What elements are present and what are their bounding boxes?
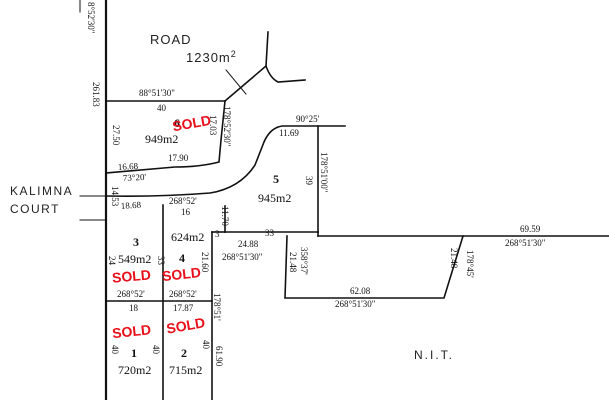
dim-lot2-right-len: 61.90	[214, 346, 224, 367]
street-name-line1: KALIMNA	[10, 184, 73, 198]
dimension-labels: 8°52'30" 261.83 88°51'30" 40 27.50 178°5…	[86, 2, 546, 367]
dim-bend-bearing: 358°37'	[299, 247, 309, 275]
lot2-area: 715m2	[169, 363, 202, 377]
lot5-area: 945m2	[258, 191, 291, 205]
dim-right-side-len: 21.48	[449, 248, 459, 269]
lot4-area: 624m2	[171, 230, 204, 244]
dim-right-top-bearing: 268°51'30"	[505, 238, 546, 248]
lot3-area: 549m2	[118, 252, 151, 266]
dim-lot5-bottom-bearing: 268°51'30"	[222, 252, 263, 262]
lot1-sold-stamp: SOLD	[111, 321, 151, 341]
dim-lot4-right-len: 11.70	[220, 206, 230, 226]
lot6-sold-stamp: SOLD	[171, 112, 212, 135]
dim-mid-bottom-bearing: 268°51'30"	[335, 299, 376, 309]
lot1-number: 1	[131, 346, 137, 360]
dim-lot2-right-bearing: 178°51'	[212, 293, 222, 321]
dim-lot3-inner-len: 24	[107, 256, 117, 266]
dim-lot1-side-a: 40	[110, 345, 120, 355]
dim-bend-len: 21.48	[288, 252, 298, 273]
lot4-number: 4	[179, 251, 185, 265]
dim-lot6-right-bearing: 178°52'30"	[222, 106, 232, 147]
road-curve-top	[264, 64, 306, 83]
dim-lot2-side-len: 40	[201, 340, 211, 350]
lot6-area: 949m2	[145, 132, 178, 146]
dim-lot5-right-bearing: 178°51'00"	[319, 152, 329, 193]
dim-lot6-top-bearing: 88°51'30"	[139, 88, 175, 98]
dim-lot4-bottom-bearing: 268°52'	[169, 289, 197, 299]
lot6-number: 6	[174, 116, 180, 130]
road-leader-line	[225, 69, 247, 95]
dim-lot3-left-len: 14.53	[110, 186, 120, 207]
dim-lot34-bearing: 268°52'	[169, 196, 197, 206]
dim-lot5-bottom-a: 24.88	[238, 239, 259, 249]
dim-lot6-left: 27.50	[111, 125, 121, 146]
dim-lot6-front-a: 16.68	[118, 161, 139, 172]
road-south-edge	[105, 125, 346, 197]
dim-lot4-top-len: 16	[181, 207, 191, 217]
dim-right-side-bearing: 178°45'	[465, 250, 475, 278]
dim-lot2-top-len: 17.87	[173, 303, 194, 313]
dim-top-bearing: 8°52'30"	[86, 2, 96, 34]
dim-lot5-top-bearing: 90°25'	[296, 114, 320, 124]
dim-lot5-right-len: 39	[304, 176, 314, 186]
dim-lot5-bottom-len: 33	[265, 228, 275, 238]
nit-label: N.I.T.	[414, 348, 454, 362]
dim-lot6-front-bearing: 73°20'	[123, 172, 147, 183]
lot5-number: 5	[273, 172, 279, 186]
dim-lot1-side-b: 40	[151, 345, 161, 355]
dim-lot3-top-len: 18.68	[120, 200, 141, 211]
boundary-lines	[79, 0, 609, 400]
dim-lot6-bottom-len: 17.90	[168, 153, 189, 163]
road-north-edge	[223, 31, 269, 103]
lot2-sold-stamp: SOLD	[165, 314, 206, 337]
dim-lot4-side-len: 21.60	[200, 252, 210, 273]
lot6-south-boundary	[105, 100, 226, 174]
lot4-sold-stamp: SOLD	[161, 264, 201, 284]
dim-lot1-top-len: 18	[129, 303, 139, 313]
lot3-sold-stamp: SOLD	[111, 266, 151, 285]
lot1-area: 720m2	[118, 363, 151, 377]
dim-lot3-inner-b: 33	[156, 256, 166, 266]
lot2-number: 2	[181, 346, 187, 360]
dim-lot6-top-len: 40	[157, 103, 167, 113]
dim-left-length: 261.83	[91, 82, 101, 107]
dim-lot3-bottom-bearing: 268°52'	[117, 289, 145, 299]
road-area: 1230m2	[186, 49, 237, 65]
dim-mid-bottom-len: 62.08	[350, 286, 371, 296]
dim-lot5-top-len: 11.69	[279, 128, 299, 138]
lot3-number: 3	[133, 235, 139, 249]
nit-boundary-line	[284, 235, 609, 299]
street-name-line2: COURT	[10, 202, 60, 216]
dim-right-top-len: 69.59	[520, 224, 541, 234]
dim-small-3: 3	[215, 229, 220, 239]
road-label: ROAD	[150, 32, 192, 47]
dim-lot6-right-len: 17.03	[208, 115, 218, 136]
